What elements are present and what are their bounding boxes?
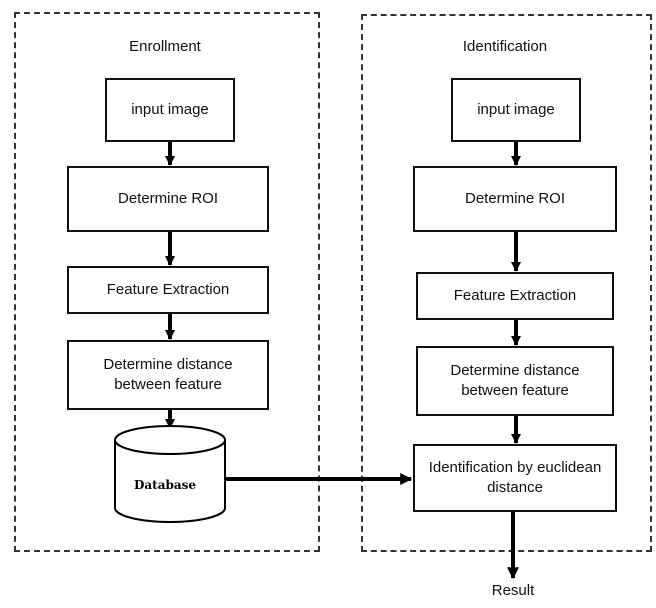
identification-title: Identification — [462, 38, 548, 55]
enrollment-distance-box: Determine distance between feature — [67, 340, 269, 410]
identification-panel — [361, 14, 652, 552]
identification-distance-box: Determine distance between feature — [416, 346, 614, 416]
identification-feature-extraction-box: Feature Extraction — [416, 272, 614, 320]
identification-determine-roi-box: Determine ROI — [413, 166, 617, 232]
enrollment-title: Enrollment — [129, 38, 201, 55]
result-label: Result — [491, 582, 535, 599]
enrollment-input-image-box: input image — [105, 78, 235, 142]
enrollment-panel — [14, 12, 320, 552]
enrollment-determine-roi-box: Determine ROI — [67, 166, 269, 232]
identification-input-image-box: input image — [451, 78, 581, 142]
identification-euclidean-box: Identification by euclidean distance — [413, 444, 617, 512]
enrollment-feature-extraction-box: Feature Extraction — [67, 266, 269, 314]
